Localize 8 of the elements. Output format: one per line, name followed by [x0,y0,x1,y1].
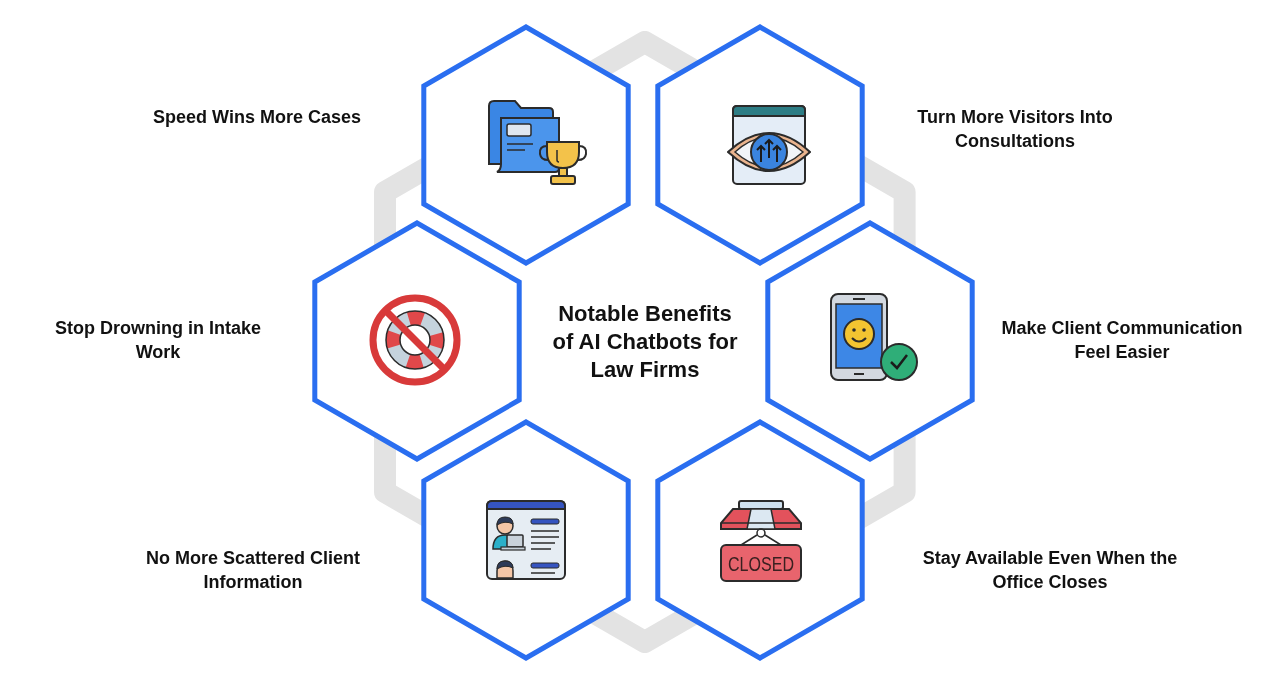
benefit-caption: Stop Drowning in Intake Work [54,317,262,364]
benefit-caption: Make Client Communication Feel Easier [1000,317,1244,364]
benefit-caption: No More Scattered Client Information [145,547,361,594]
benefit-caption: Speed Wins More Cases [152,106,362,129]
benefit-caption: Turn More Visitors Into Consultations [916,106,1114,153]
diagram-title: Notable Benefits of AI Chatbots for Law Firms [552,300,738,384]
benefit-caption: Stay Available Even When the Office Closes [922,547,1178,594]
sign-text: CLOSED [728,553,805,575]
